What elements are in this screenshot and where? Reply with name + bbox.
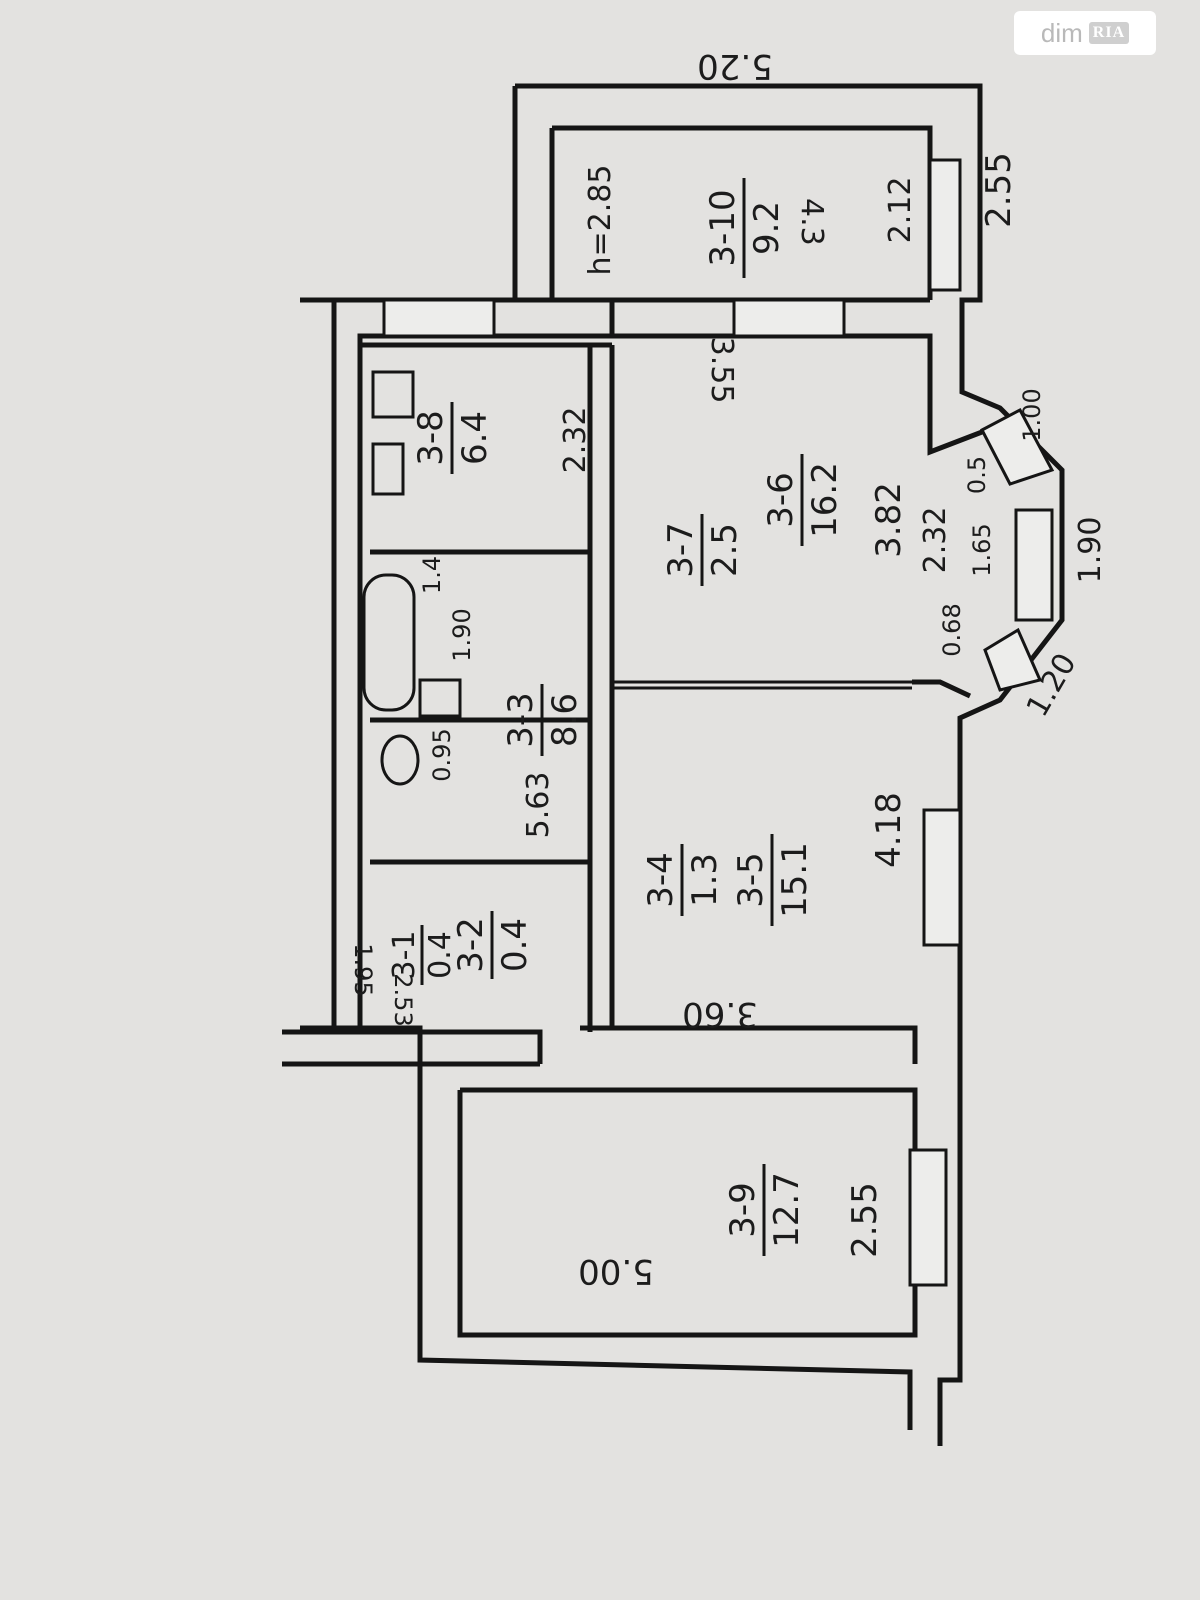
interior-walls xyxy=(360,297,1055,1338)
room-3-2-label: 3-2 0.4 xyxy=(451,911,535,979)
dim-bay-top: 1.00 xyxy=(1018,388,1046,441)
logo-text: dim xyxy=(1040,17,1083,48)
room-area: 9.2 xyxy=(747,201,787,255)
room-id: 3-7 xyxy=(661,522,701,578)
dim-bay-outer: 1.90 xyxy=(1073,517,1108,584)
toilet-icon xyxy=(380,734,420,786)
washbasin-icon xyxy=(418,678,462,718)
dim-room5-length: 4.18 xyxy=(869,792,909,868)
dim-bay-small1: 0.5 xyxy=(963,456,991,494)
dim-room9-length: 5.00 xyxy=(578,1251,654,1291)
dim-bay-small2: 0.68 xyxy=(938,603,966,656)
room-3-3-label: 3-3 8.6 xyxy=(501,684,585,756)
bay-window-mid xyxy=(1014,508,1054,622)
room-3-5-label: 3-5 15.1 xyxy=(731,834,815,926)
room-3-1-label: 3-1 0.4 xyxy=(387,925,458,985)
room-area: 12.7 xyxy=(767,1172,807,1248)
room-labels: 3-8 6.4 3-10 9.2 3-7 2.5 3-6 16.2 3-3 8.… xyxy=(387,178,845,1256)
dim-wc: 1.95 xyxy=(349,943,377,996)
balcony-window xyxy=(928,158,962,292)
dim-ceiling-height: h=2.85 xyxy=(583,165,618,276)
room-3-6-label: 3-6 16.2 xyxy=(761,454,845,546)
room5-window xyxy=(922,808,962,947)
room-area: 0.4 xyxy=(423,931,458,979)
room-id: 3-9 xyxy=(723,1182,763,1238)
room-area: 15.1 xyxy=(775,842,815,918)
room-area: 0.4 xyxy=(495,918,535,972)
room-id: 3-1 xyxy=(387,931,422,980)
dim-balcony-inner: 2.12 xyxy=(883,177,918,244)
dim-hall: 2.53 xyxy=(389,973,417,1026)
dim-corridor: 0.95 xyxy=(428,728,456,781)
room-3-7-label: 3-7 2.5 xyxy=(661,514,745,586)
fixtures xyxy=(362,370,462,786)
dim-balcony-side: 2.55 xyxy=(979,152,1019,228)
room-area: 8.6 xyxy=(545,693,585,747)
balcony-room xyxy=(549,125,962,300)
room-id: 3-4 xyxy=(641,852,681,908)
dim-room9-width: 2.55 xyxy=(845,1182,885,1258)
room-id: 3-3 xyxy=(501,692,541,748)
dim-corridor-length: 5.63 xyxy=(521,772,556,839)
dim-bath: 1.90 xyxy=(448,608,476,661)
site-logo: dim RIA xyxy=(1014,11,1156,55)
room-area: 6.4 xyxy=(455,411,495,465)
dim-bay-depth: 2.32 xyxy=(918,507,953,574)
room-3-4-label: 3-4 1.3 xyxy=(641,844,725,916)
room-3-10-label: 3-10 9.2 xyxy=(703,178,787,278)
room-3-10-note: 4.3 xyxy=(794,198,829,246)
room-id: 3-2 xyxy=(451,917,491,973)
room-id: 3-6 xyxy=(761,472,801,528)
dim-room6-width: 3.82 xyxy=(869,482,909,558)
room-3-8-label: 3-8 6.4 xyxy=(411,402,495,474)
room-area: 16.2 xyxy=(805,462,845,538)
room-id: 3-5 xyxy=(731,852,771,908)
room-id: 3-8 xyxy=(411,410,451,466)
room-area: 2.5 xyxy=(705,523,745,577)
bay-window-bottom xyxy=(983,627,1043,692)
dim-bay-mid: 1.65 xyxy=(968,523,996,576)
bathtub-icon xyxy=(362,573,416,712)
logo-badge: RIA xyxy=(1088,22,1130,44)
room9-window xyxy=(908,1148,948,1287)
stove-icon xyxy=(371,442,405,496)
dim-bath2: 1.4 xyxy=(418,556,446,594)
room-3-9-label: 3-9 12.7 xyxy=(723,1164,807,1256)
bay-window-top xyxy=(979,407,1055,486)
sink-icon xyxy=(371,370,415,419)
dim-room5-width: 3.60 xyxy=(682,994,758,1034)
dim-top-width: 5.20 xyxy=(697,46,773,86)
balcony-door xyxy=(732,298,846,338)
dimension-labels: 5.20 2.55 2.12 h=2.85 4.3 3.55 3.82 2.32… xyxy=(349,46,1108,1291)
room-id: 3-10 xyxy=(703,189,743,266)
dim-kitchen-width: 2.32 xyxy=(558,407,593,474)
kitchen-window xyxy=(382,298,496,338)
dim-room6-length: 3.55 xyxy=(704,337,739,404)
room-area: 1.3 xyxy=(685,853,725,907)
